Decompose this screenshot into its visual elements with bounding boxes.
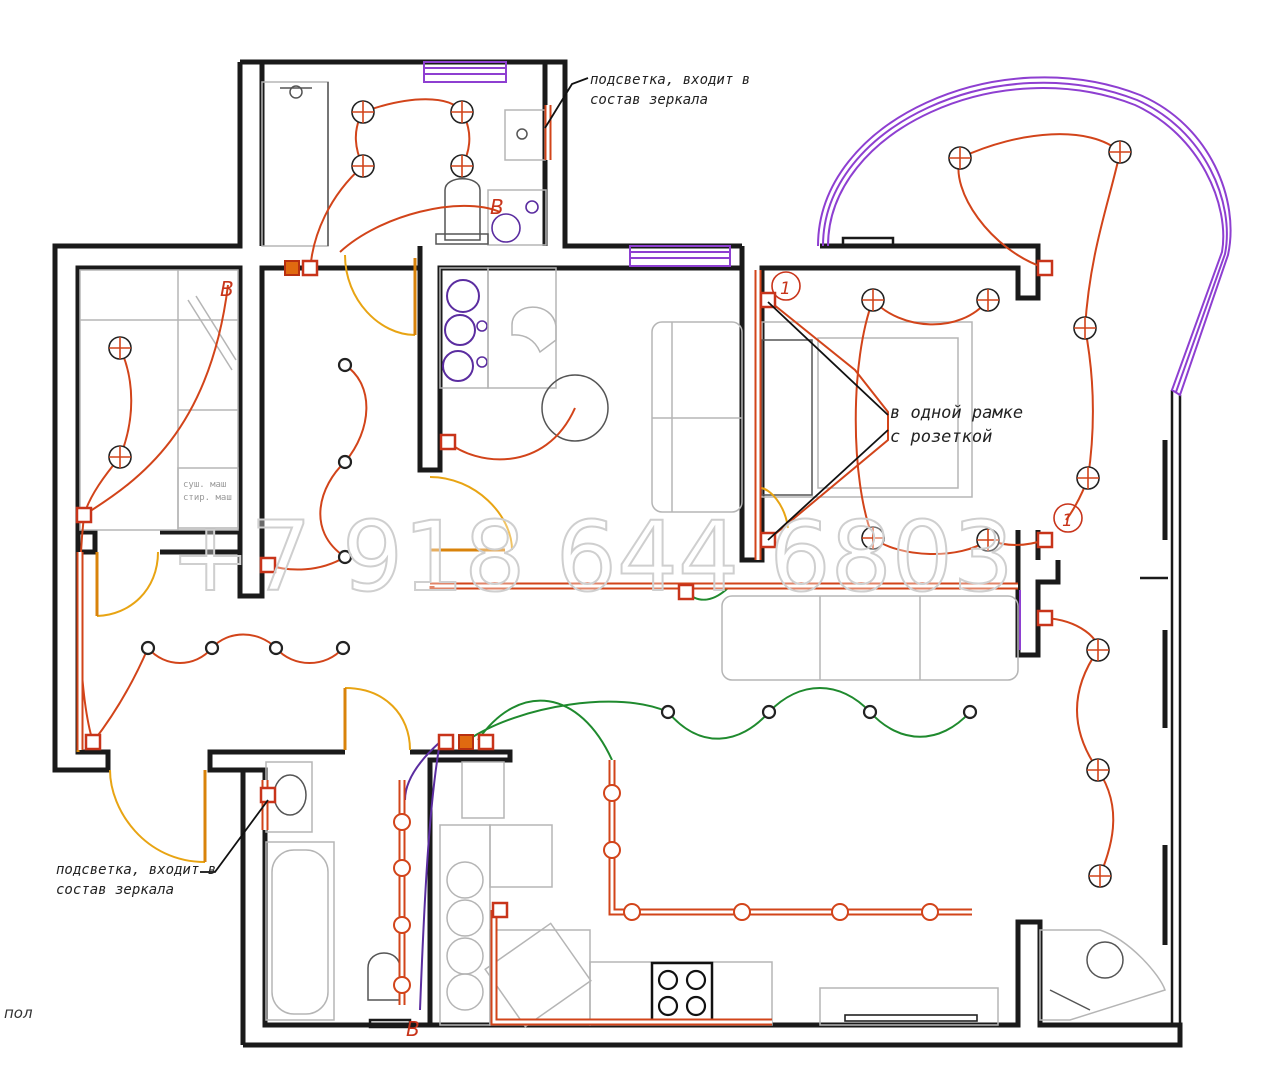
note-mirror-light-top-1: подсветка, входит в xyxy=(590,72,750,88)
switch-mark-corridor: В xyxy=(220,277,234,301)
led-node-icon xyxy=(603,841,621,859)
socket-icon xyxy=(477,733,495,751)
washbasin-bottom xyxy=(273,774,307,816)
cabinet-top-bath xyxy=(487,189,547,246)
socket-icon xyxy=(259,786,277,804)
window-bathroom-top xyxy=(423,61,507,83)
ceiling-lamp-icon xyxy=(351,154,375,178)
socket-icon xyxy=(301,259,319,277)
led-node-icon xyxy=(733,903,751,921)
spot-light-icon xyxy=(337,549,353,565)
socket-icon xyxy=(1036,531,1054,549)
ceiling-lamp-icon xyxy=(108,336,132,360)
tv-unit xyxy=(819,987,999,1026)
spot-light-icon xyxy=(761,704,777,720)
socket-icon xyxy=(458,734,474,750)
spot-light-icon xyxy=(204,640,220,656)
ceiling-lamp-icon xyxy=(861,288,885,312)
spot-light-icon xyxy=(862,704,878,720)
spot-light-icon xyxy=(962,704,978,720)
socket-icon xyxy=(759,291,777,309)
ceiling-lamp-icon xyxy=(1086,758,1110,782)
phone-watermark: +7 918 644 6803 xyxy=(170,501,1014,613)
round-table xyxy=(541,374,609,442)
spot-light-icon xyxy=(337,357,353,373)
socket-icon xyxy=(84,733,102,751)
led-node-icon xyxy=(393,813,411,831)
led-node-icon xyxy=(393,976,411,994)
led-node-icon xyxy=(921,903,939,921)
socket-icon xyxy=(1036,259,1054,277)
socket-icon xyxy=(1036,609,1054,627)
toilet-top xyxy=(444,178,481,241)
socket-icon xyxy=(491,901,509,919)
note-one-frame-2: с розеткой xyxy=(890,427,992,447)
ceiling-lamp-icon xyxy=(1108,140,1132,164)
socket-icon xyxy=(75,506,93,524)
note-pointers xyxy=(200,77,889,873)
sofa-kitchen xyxy=(651,321,743,513)
ceiling-lamp-icon xyxy=(1073,316,1097,340)
led-node-icon xyxy=(393,916,411,934)
furniture: суш. маш стир. маш xyxy=(79,81,1166,1028)
note-mirror-light-bottom-1: подсветка, входит в xyxy=(56,862,216,878)
windows xyxy=(423,61,1232,650)
dryer-label: суш. маш xyxy=(183,480,226,490)
kitchen-sink xyxy=(484,922,592,1028)
armchair xyxy=(511,306,557,354)
ceiling-lamp-icon xyxy=(450,154,474,178)
toilet-bottom xyxy=(367,952,401,1001)
ceiling-lamp-icon xyxy=(1088,864,1112,888)
shower-tray xyxy=(261,81,329,247)
spot-light-icon xyxy=(660,704,676,720)
spot-light-icon xyxy=(140,640,156,656)
ceiling-lamp-icon xyxy=(861,526,885,550)
annotations: подсветка, входит в состав зеркала подсв… xyxy=(4,72,1083,1041)
ceiling-lamps xyxy=(108,100,1132,888)
socket-icon xyxy=(259,556,277,574)
spot-light-icon xyxy=(337,454,353,470)
ceiling-lamp-icon xyxy=(948,146,972,170)
ceiling-lamp-icon xyxy=(450,100,474,124)
socket-icon xyxy=(439,433,457,451)
window-kitchen-top xyxy=(629,245,731,267)
led-node-icon xyxy=(623,903,641,921)
washer-dryer-box xyxy=(177,467,239,529)
cooktop xyxy=(650,961,714,1025)
spot-lights xyxy=(140,357,978,720)
ceiling-lamp-icon xyxy=(976,288,1000,312)
led-node-icon xyxy=(831,903,849,921)
ceiling-lamp-icon xyxy=(1076,466,1100,490)
ceiling-lamp-icon xyxy=(1086,638,1110,662)
note-mirror-light-bottom-2: состав зеркала xyxy=(56,882,174,898)
office-chair xyxy=(1086,941,1124,979)
switch-mark-bath-bottom: В xyxy=(406,1017,420,1041)
led-node-icon xyxy=(393,859,411,877)
ceiling-lamp-icon xyxy=(351,100,375,124)
bathtub xyxy=(265,841,335,1021)
switch-mark-bath-top: В xyxy=(490,195,504,219)
washbasin-top xyxy=(504,109,546,161)
socket-icon xyxy=(437,733,455,751)
note-mirror-light-top-2: состав зеркала xyxy=(590,92,708,108)
ceiling-lamp-icon xyxy=(108,445,132,469)
led-node-icon xyxy=(603,784,621,802)
ceiling-lamp-icon xyxy=(976,528,1000,552)
washer-label: стир. маш xyxy=(183,493,232,503)
led-nodes xyxy=(393,784,939,994)
socket-icon xyxy=(284,260,300,276)
sofa-living xyxy=(721,595,1019,681)
spot-light-icon xyxy=(268,640,284,656)
spot-light-icon xyxy=(335,640,351,656)
bay-window xyxy=(817,76,1232,397)
switch-mark-living: 1 xyxy=(1062,511,1073,531)
floor-label: пол xyxy=(4,1004,33,1022)
switch-mark-bedroom: 1 xyxy=(780,279,791,299)
note-one-frame-1: в одной рамке xyxy=(890,403,1023,423)
sockets-switches xyxy=(75,259,1054,919)
socket-icon xyxy=(677,583,695,601)
